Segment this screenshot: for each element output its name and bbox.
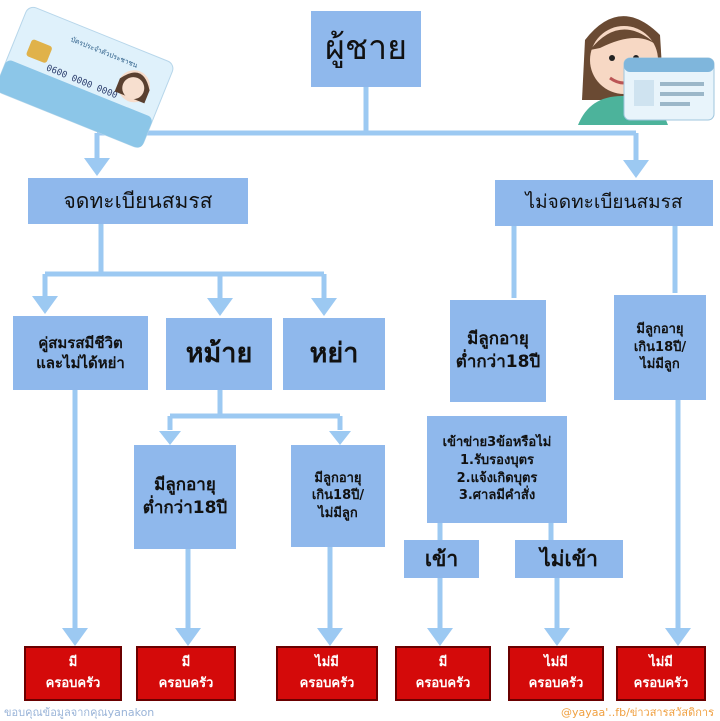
result-has-family-3: มี ครอบครัว xyxy=(395,646,491,701)
node-child-under-18-left: มีลูกอายุ ต่ำกว่า18ปี xyxy=(134,445,236,549)
arrowhead xyxy=(62,628,88,646)
result-label: มี xyxy=(438,654,448,670)
result-label: ไม่มี xyxy=(315,654,339,670)
result-sublabel: ครอบครัว xyxy=(299,675,355,691)
arrowhead xyxy=(623,160,649,178)
node-criteria-three-conditions: เข้าข่าย3ข้อหรือไม่ 1.รับรองบุตร 2.แจ้งเ… xyxy=(427,416,567,523)
arrowhead xyxy=(207,298,233,316)
node-not-registered-marriage: ไม่จดทะเบียนสมรส xyxy=(495,180,713,226)
node-spouse-alive-not-divorced: คู่สมรสมีชีวิต และไม่ได้หย่า xyxy=(13,316,148,390)
result-sublabel: ครอบครัว xyxy=(528,675,584,691)
result-has-family-2: มี ครอบครัว xyxy=(136,646,236,701)
arrowhead xyxy=(427,628,453,646)
credit-page: @yayaa'..fb/ข่าวสารสวัสดิการ xyxy=(561,706,714,719)
result-sublabel: ครอบครัว xyxy=(415,675,471,691)
arrowhead xyxy=(32,296,58,314)
result-label: ไม่มี xyxy=(649,654,673,670)
arrowhead xyxy=(665,628,691,646)
arrowhead xyxy=(317,628,343,646)
result-no-family-2: ไม่มี ครอบครัว xyxy=(508,646,604,701)
node-male: ผู้ชาย xyxy=(311,11,421,87)
node-meets-criteria: เข้า xyxy=(404,540,479,578)
result-sublabel: ครอบครัว xyxy=(158,675,214,691)
node-child-under-18-right: มีลูกอายุ ต่ำกว่า18ปี xyxy=(450,300,546,402)
id-card-icon: บัตรประจำตัวประชาชน 0600 0000 0000 xyxy=(0,6,174,148)
result-sublabel: ครอบครัว xyxy=(45,675,101,691)
result-no-family-3: ไม่มี ครอบครัว xyxy=(616,646,706,701)
node-child-over-18-or-none-right: มีลูกอายุ เกิน18ปี/ ไม่มีลูก xyxy=(614,295,706,400)
arrowhead xyxy=(311,298,337,316)
node-not-meets-criteria: ไม่เข้า xyxy=(515,540,623,578)
credit-source: ขอบคุณข้อมูลจากคุณyanakon xyxy=(4,706,155,719)
arrowhead xyxy=(84,158,110,176)
result-label: ไม่มี xyxy=(544,654,568,670)
result-label: มี xyxy=(68,654,78,670)
node-widowed: หม้าย xyxy=(166,318,272,390)
arrowhead xyxy=(329,431,351,445)
result-no-family-1: ไม่มี ครอบครัว xyxy=(276,646,378,701)
node-registered-marriage: จดทะเบียนสมรส xyxy=(28,178,248,224)
woman-holding-id-icon xyxy=(578,16,715,125)
arrowhead xyxy=(159,431,181,445)
arrowhead xyxy=(175,628,201,646)
arrowhead xyxy=(544,628,570,646)
node-child-over-18-or-none-mid: มีลูกอายุ เกิน18ปี/ ไม่มีลูก xyxy=(291,445,385,547)
result-label: มี xyxy=(181,654,191,670)
node-divorced: หย่า xyxy=(283,318,385,390)
result-has-family-1: มี ครอบครัว xyxy=(24,646,122,701)
result-sublabel: ครอบครัว xyxy=(633,675,689,691)
